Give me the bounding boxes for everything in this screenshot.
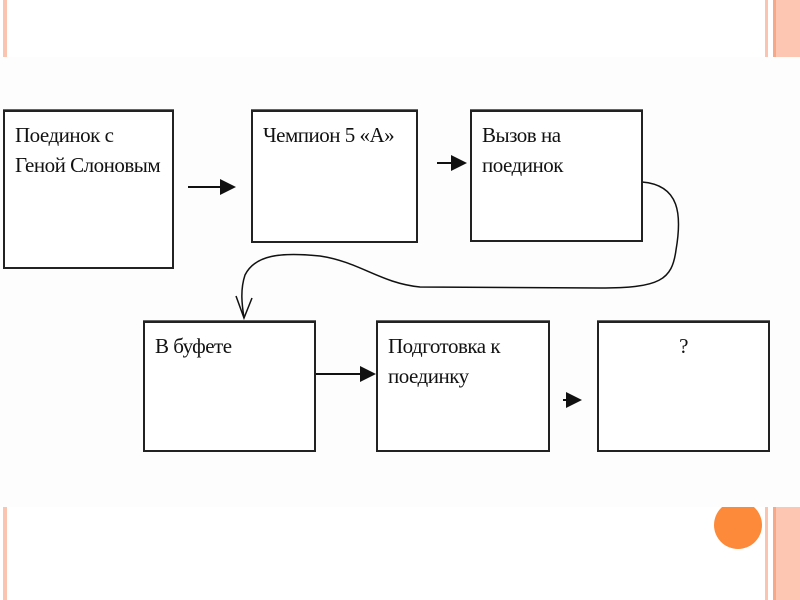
right-decor-stripe (765, 0, 768, 57)
box-champion: Чемпион 5 «А» (251, 110, 418, 243)
box-buffet: В буфете (143, 321, 316, 452)
curved-arrow-b3-b4 (241, 181, 680, 319)
box-preparation: Подготовка к поединку (376, 321, 550, 452)
left-decor-stripe (3, 0, 7, 57)
box-unknown: ? (597, 321, 770, 452)
right-decor-band (773, 507, 800, 600)
orange-circle-decor (714, 507, 762, 549)
curved-arrow-head (235, 295, 253, 321)
right-decor-stripe (765, 507, 768, 600)
left-decor-stripe (3, 507, 7, 600)
right-decor-band (773, 0, 800, 57)
box-duel-gena: Поединок с Геной Слоновым (3, 110, 174, 269)
box-challenge: Вызов на поединок (470, 110, 643, 242)
